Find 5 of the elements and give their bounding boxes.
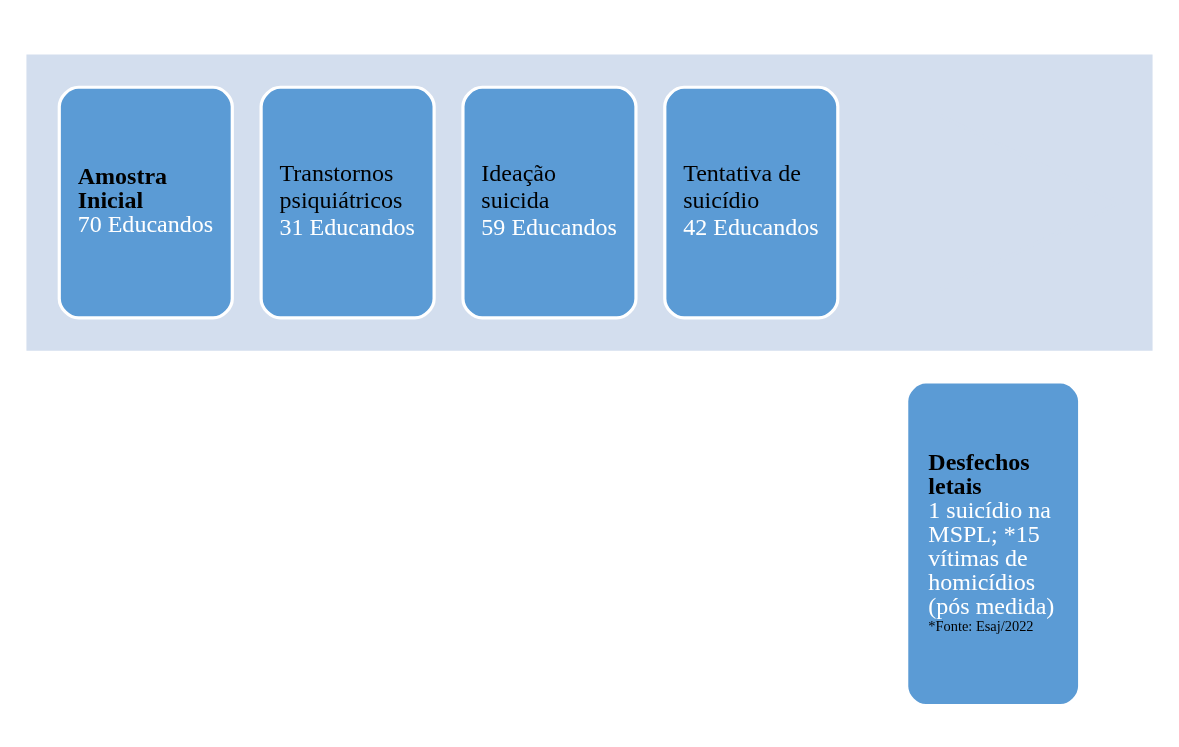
node-box: Transtornos psiquiátricos 31 Educandos — [259, 85, 436, 320]
cluster — [26, 53, 1153, 351]
node-box: Tentativa de suicídio 42 Educandos — [663, 85, 840, 320]
node-box: Ideação suicida 59 Educandos — [461, 85, 638, 320]
node-box: Amostra Inicial 70 Educandos — [57, 85, 234, 320]
